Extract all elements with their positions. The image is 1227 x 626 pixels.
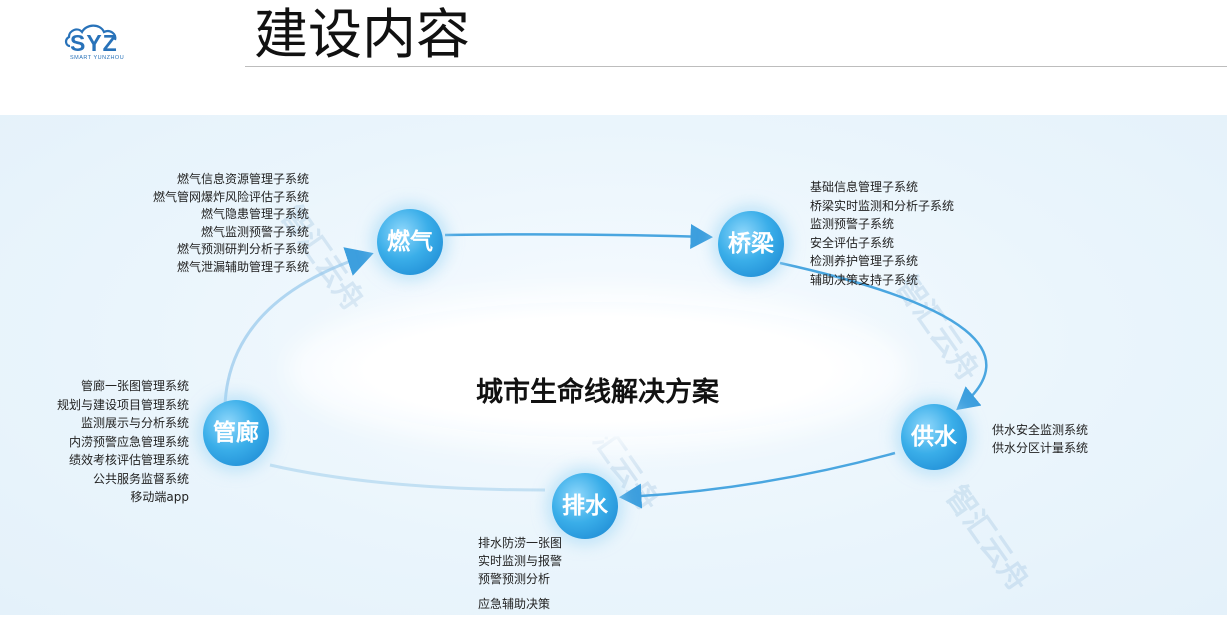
list-item: 燃气监测预警子系统 [200,224,309,239]
list-item: 辅助决策支持子系统 [810,272,919,287]
pipe-gallery-subsystems: 管廊一张图管理系统 规划与建设项目管理系统 监测展示与分析系统 内涝预警应急管理… [57,377,189,507]
list-item: 基础信息管理子系统 [810,180,919,194]
list-item: 绩效考核评估管理系统 [68,453,189,467]
list-item: 排水防涝一张图 [478,536,563,550]
list-item: 移动端app [130,490,189,504]
list-item: 检测养护管理子系统 [810,254,919,268]
header: SYZ SMART YUNZHOU 建设内容 [0,0,1227,66]
arrow-gallery-to-gas [223,247,374,406]
page-title: 建设内容 [254,3,470,66]
drainage-subsystems: 排水防涝一张图 实时监测与报警 预警预测分析 应急辅助决策 [478,534,562,613]
list-item: 应急辅助决策 [478,597,551,611]
list-item: 实时监测与报警 [478,554,563,568]
list-item: 桥梁实时监测和分析子系统 [810,198,955,213]
logo-subtitle: SMART YUNZHOU [70,55,125,61]
list-item: 燃气管网爆炸风险评估子系统 [152,189,309,204]
logo-text: SYZ [70,30,118,56]
node-bridge-label: 桥梁 [728,231,774,257]
list-item: 燃气信息资源管理子系统 [176,172,309,186]
lifeline-diagram: 智汇云舟 智汇云舟 智汇云舟 智汇云舟 城市生命线解决方案 燃气 桥梁 供水 排… [0,115,1227,615]
center-title: 城市生命线解决方案 [476,377,719,408]
list-item: 监测展示与分析系统 [80,416,189,430]
node-pipe-gallery: 管廊 [203,400,269,466]
header-divider [245,66,1227,67]
node-bridge: 桥梁 [718,211,784,277]
node-drainage: 排水 [552,473,618,539]
arrow-bridge-to-water [779,261,988,411]
node-gas: 燃气 [377,209,443,275]
arrow-water-to-drainage [619,451,896,509]
list-item: 监测预警子系统 [810,217,895,231]
center-ellipse [300,302,895,437]
cycle-arrows [223,223,988,509]
list-item: 燃气隐患管理子系统 [200,207,309,222]
list-item: 供水安全监测系统 [992,423,1089,437]
arrow-drainage-to-gallery [269,463,546,492]
list-item: 燃气泄漏辅助管理子系统 [176,259,309,274]
list-item: 安全评估子系统 [810,235,895,250]
node-pipe-gallery-label: 管廊 [213,420,259,446]
node-gas-label: 燃气 [387,229,433,255]
node-water-supply: 供水 [901,404,967,470]
water-supply-subsystems: 供水安全监测系统 供水分区计量系统 [992,421,1088,457]
list-item: 内涝预警应急管理系统 [68,434,189,449]
gas-subsystems: 燃气信息资源管理子系统 燃气管网爆炸风险评估子系统 燃气隐患管理子系统 燃气监测… [153,171,309,277]
node-drainage-label: 排水 [562,493,608,519]
list-item: 预警预测分析 [478,572,551,586]
cloud-logo-icon [64,24,117,48]
list-item: 供水分区计量系统 [992,441,1089,455]
list-item: 规划与建设项目管理系统 [56,397,189,412]
node-water-supply-label: 供水 [911,424,957,450]
list-item: 管廊一张图管理系统 [80,379,189,393]
bridge-subsystems: 基础信息管理子系统 桥梁实时监测和分析子系统 监测预警子系统 安全评估子系统 检… [810,178,954,289]
list-item: 公共服务监督系统 [92,471,189,486]
arrow-gas-to-bridge [444,223,713,249]
list-item: 燃气预测研判分析子系统 [176,242,309,257]
